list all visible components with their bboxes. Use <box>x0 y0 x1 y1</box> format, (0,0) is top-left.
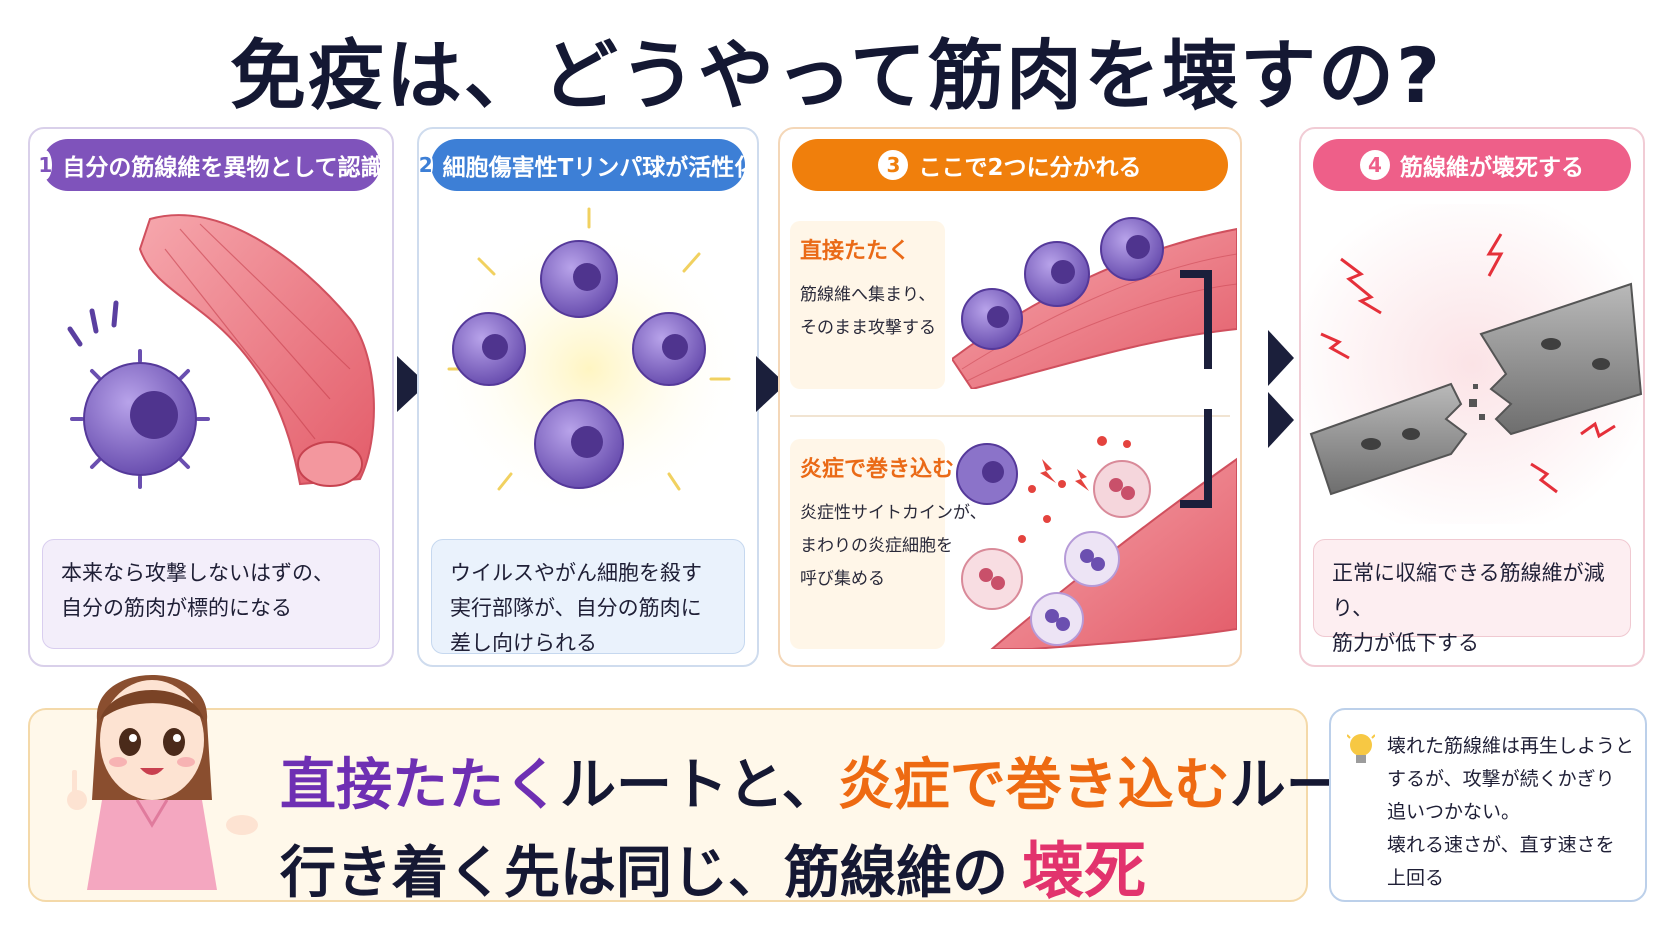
route-merge-arrows <box>1180 270 1212 508</box>
direct-attack-illustration <box>952 217 1237 389</box>
t-cell <box>1024 241 1090 307</box>
flow-arrow-3b <box>1268 392 1294 448</box>
step-1-header: 1 自分の筋線維を異物として認識 <box>38 139 384 191</box>
route-text: そのまま攻撃する <box>800 318 936 338</box>
tip-line: するが、攻撃が続くかぎり <box>1387 768 1615 790</box>
caption-line: 差し向けられる <box>450 631 597 655</box>
cytokine-signals <box>1018 436 1131 543</box>
summary-line-1: 直接たたくルートと、炎症で巻き込むルート。 <box>280 740 1453 821</box>
route-text: 呼び集める <box>800 569 885 589</box>
inflammatory-cell <box>1030 592 1084 646</box>
step-4-title: 筋線維が壊死する <box>1400 155 1584 181</box>
broken-fiber-left <box>1309 382 1468 496</box>
t-cell <box>961 288 1023 350</box>
caption-line: 実行部隊が、自分の筋肉に <box>450 596 702 620</box>
nurse-character <box>67 675 258 890</box>
step-number-badge: 2 <box>419 150 433 180</box>
step-number-badge: 1 <box>38 150 53 180</box>
muscle-fiber <box>138 214 375 486</box>
tip-line: 壊れた筋線維は再生しようと <box>1387 735 1635 757</box>
alert-marks <box>67 300 119 347</box>
tip-line: 追いつかない。 <box>1387 801 1521 823</box>
summary-direct-route: 直接たたく <box>280 753 560 818</box>
summary-line-2: 行き着く先は同じ、筋線維の壊死 <box>280 820 1146 910</box>
route-direct-card: 直接たたく 筋線維へ集まり、 そのまま攻撃する <box>790 221 945 389</box>
step-4-header: 4 筋線維が壊死する <box>1313 139 1631 191</box>
activated-t-cells-illustration <box>429 207 749 519</box>
route-text: 炎症性サイトカインが、 <box>800 503 987 523</box>
step-3-header: 3 ここで2つに分かれる <box>792 139 1228 191</box>
step-1-caption: 本来なら攻撃しないはずの、 自分の筋肉が標的になる <box>42 539 380 649</box>
pain-zigzags <box>1320 233 1616 494</box>
caption-line: 筋力が低下する <box>1332 631 1479 655</box>
route-divider <box>790 415 1230 417</box>
route-direct-heading: 直接たたく <box>800 239 911 264</box>
step-2-panel: 2 細胞傷害性Tリンパ球が活性化 ウイルスやがん細胞を殺す 実行部隊が、自分の筋… <box>417 127 759 667</box>
step-4-panel: 4 筋線維が壊死する 正常に収縮できる筋線維が減り、 筋力が低下する <box>1299 127 1645 667</box>
summary-necrosis: 壊死 <box>1022 834 1147 907</box>
step-2-caption: ウイルスやがん細胞を殺す 実行部隊が、自分の筋肉に 差し向けられる <box>431 539 745 655</box>
caption-line: 自分の筋肉が標的になる <box>61 596 292 620</box>
step-2-title: 細胞傷害性Tリンパ球が活性化 <box>442 155 758 181</box>
tip-box: 壊れた筋線維は再生しようと するが、攻撃が続くかぎり 追いつかない。 壊れる速さ… <box>1329 708 1647 902</box>
summary-text: 行き着く先は同じ、筋線維の <box>280 841 1008 906</box>
t-cell <box>632 312 706 386</box>
summary-inflammation-route: 炎症で巻き込む <box>837 753 1230 818</box>
step-3-panel: 3 ここで2つに分かれる 直接たたく 筋線維へ集まり、 そのまま攻撃する 炎症で… <box>778 127 1242 667</box>
caption-line: 本来なら攻撃しないはずの、 <box>61 561 334 585</box>
flow-arrow-3a <box>1268 330 1294 386</box>
inflammatory-cell <box>1064 531 1120 587</box>
t-cell <box>70 349 210 489</box>
lightbulb-icon <box>1347 734 1375 763</box>
t-cell-attack-illustration <box>67 214 375 489</box>
t-cell <box>534 399 624 489</box>
summary-text: ルートと、 <box>560 753 838 818</box>
inflammatory-cell <box>1093 460 1151 518</box>
t-cell <box>1100 217 1164 281</box>
route-text: 筋線維へ集まり、 <box>800 285 936 305</box>
necrotic-fiber-illustration <box>1301 204 1643 524</box>
caption-line: 正常に収縮できる筋線維が減り、 <box>1332 561 1605 620</box>
step-1-panel: 1 自分の筋線維を異物として認識 <box>28 127 394 667</box>
step-number-badge: 3 <box>878 150 909 180</box>
route-text: まわりの炎症細胞を <box>800 536 953 556</box>
step-3-title: ここで2つに分かれる <box>918 155 1142 181</box>
route-inflammation-card: 炎症で巻き込む 炎症性サイトカインが、 まわりの炎症細胞を 呼び集める <box>790 439 987 649</box>
t-cell <box>956 443 1018 505</box>
route-inflammation-heading: 炎症で巻き込む <box>800 457 955 482</box>
caption-line: ウイルスやがん細胞を殺す <box>450 561 702 585</box>
step-1-title: 自分の筋線維を異物として認識 <box>62 155 384 181</box>
inflammation-illustration <box>956 436 1237 649</box>
t-cell <box>452 312 526 386</box>
page-title: 免疫は、どうやって筋肉を壊すの? <box>229 31 1443 120</box>
tip-line: 上回る <box>1387 867 1445 889</box>
broken-fiber-right <box>1479 282 1643 436</box>
muscle-fiber <box>952 227 1237 389</box>
tip-line: 壊れる速さが、直す速さを <box>1387 834 1615 856</box>
step-number-badge: 4 <box>1360 150 1390 180</box>
inflammatory-cell <box>961 548 1023 610</box>
step-2-header: 2 細胞傷害性Tリンパ球が活性化 <box>419 139 757 191</box>
t-cell <box>540 240 618 318</box>
muscle-cross-section <box>297 441 363 487</box>
step-4-caption: 正常に収縮できる筋線維が減り、 筋力が低下する <box>1313 539 1631 655</box>
